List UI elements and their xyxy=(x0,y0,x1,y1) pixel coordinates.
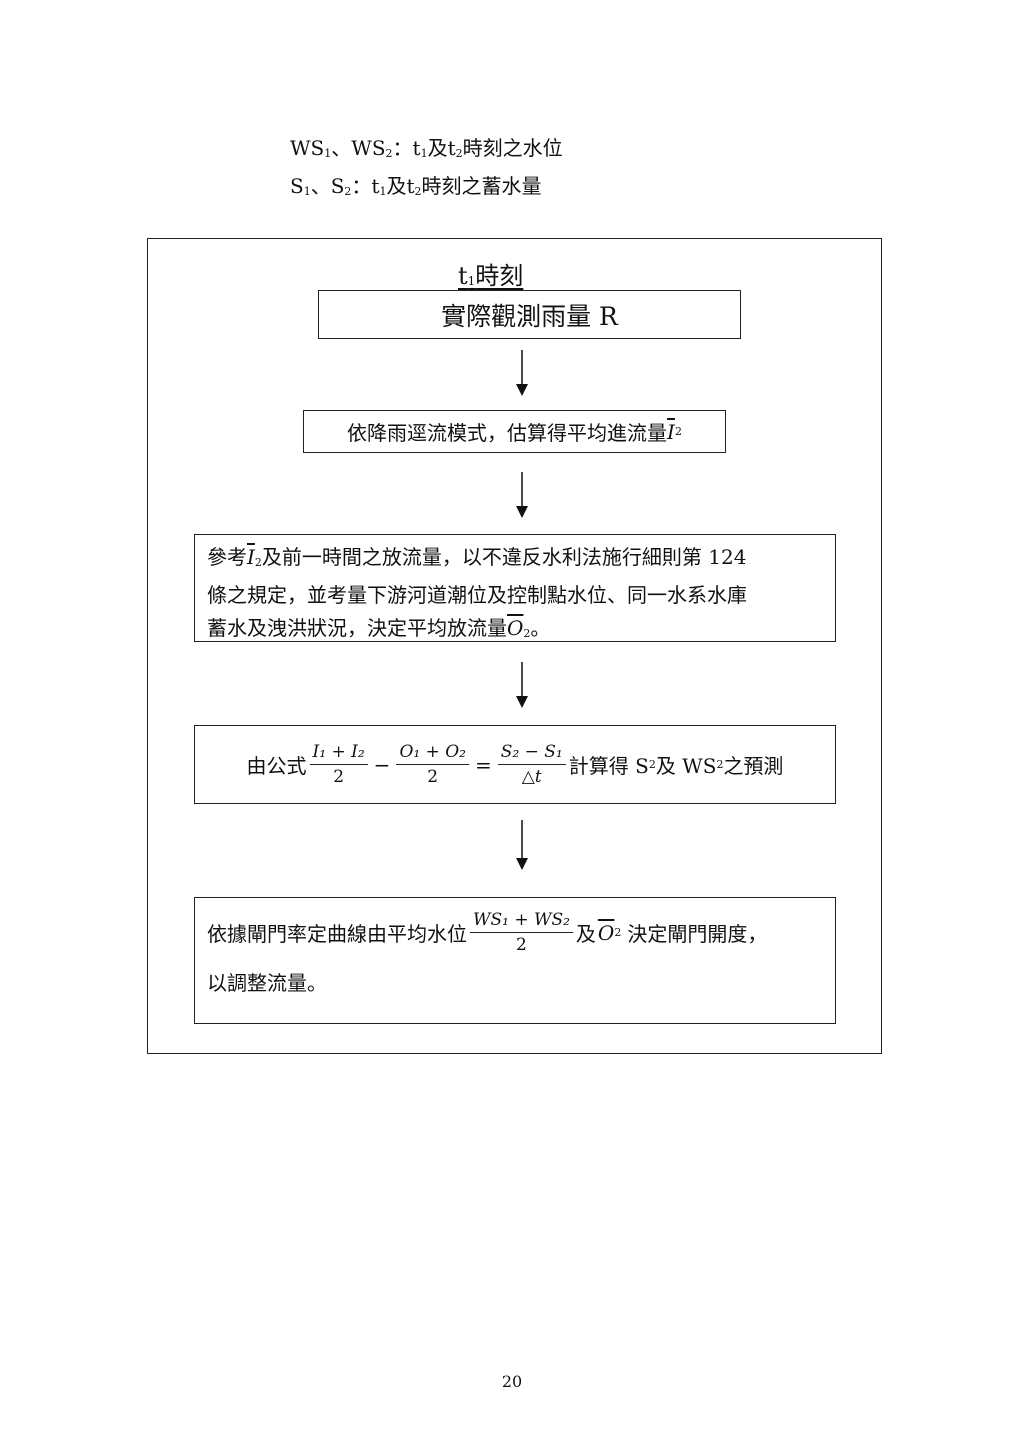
step3-line1: 參考I2及前一時間之放流量，以不違反水利法施行細則第 124 xyxy=(207,545,747,569)
arrow-down-icon xyxy=(516,472,528,518)
legend-line-storage: S1、S2：t1及t2時刻之蓄水量 xyxy=(290,174,542,198)
arrow-down-icon xyxy=(516,350,528,396)
step-observed-rainfall: 實際觀測雨量 R xyxy=(318,290,741,339)
arrow-down-icon xyxy=(516,820,528,870)
step5-line2: 以調整流量。 xyxy=(207,971,327,995)
step3-line2: 條之規定，並考量下游河道潮位及控制點水位、同一水系水庫 xyxy=(207,583,747,607)
fraction-storage: S₂ − S₁△t xyxy=(497,742,566,787)
step3-line3: 蓄水及洩洪狀況，決定平均放流量O2。 xyxy=(207,616,551,640)
legend-line-water-level: WS1、WS2：t1及t2時刻之水位 xyxy=(290,136,563,160)
step-outflow-decision: 參考I2及前一時間之放流量，以不違反水利法施行細則第 124 條之規定，並考量下… xyxy=(194,534,836,642)
flowchart-frame xyxy=(147,238,882,1054)
flowchart-heading: t1時刻 xyxy=(458,262,524,290)
page-number: 20 xyxy=(501,1372,523,1391)
arrow-down-icon xyxy=(516,662,528,708)
